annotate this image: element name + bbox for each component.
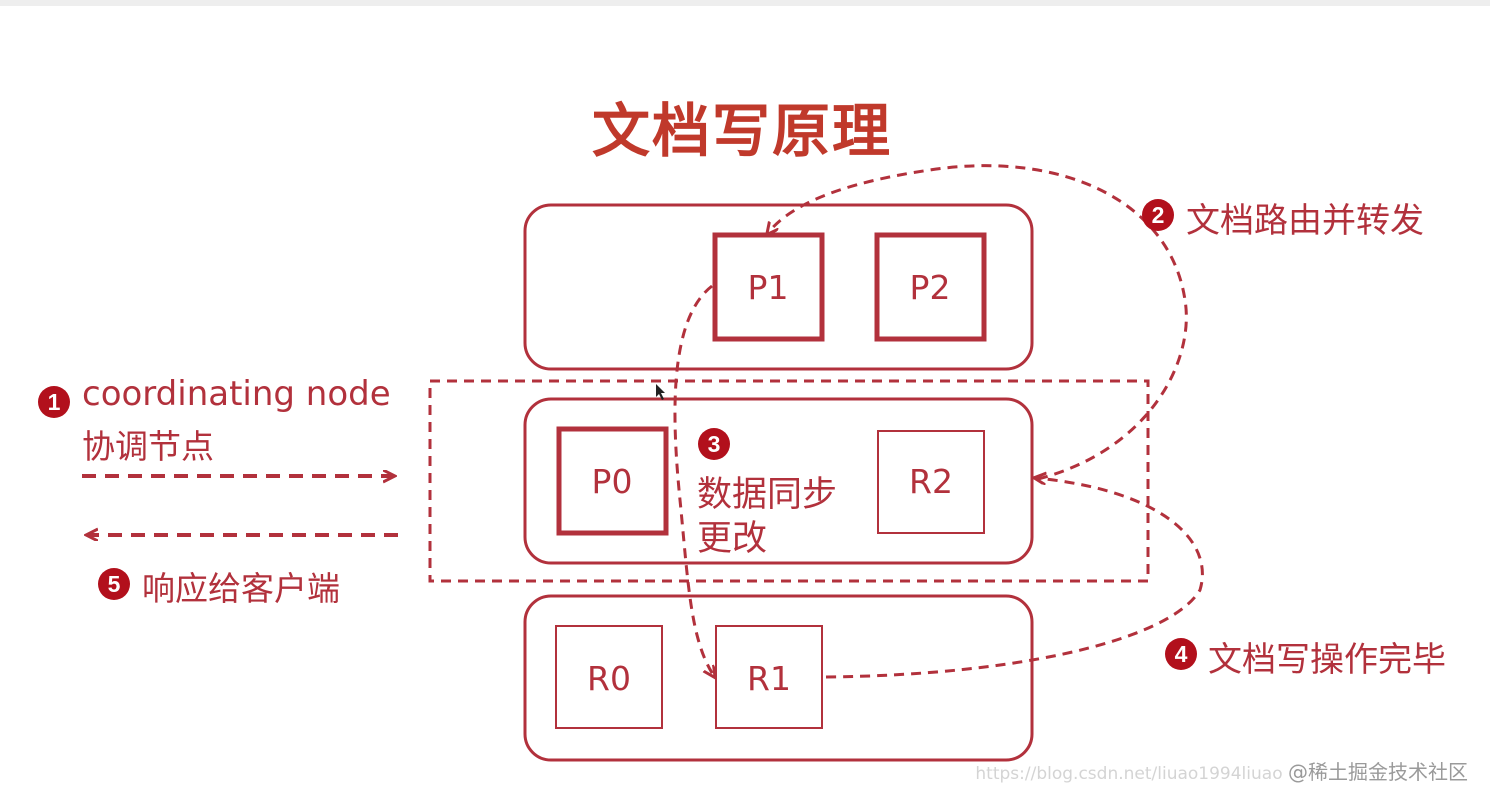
shard-box-r2 — [877, 430, 985, 534]
watermark-site: @稀土掘金技术社区 — [1288, 760, 1468, 784]
complete-arrow — [825, 478, 1204, 679]
diagram-title: 文档写原理 — [592, 97, 893, 165]
route-arrow — [768, 164, 1188, 481]
sync-arrow — [673, 284, 714, 676]
step-4-badge: 4 — [1165, 638, 1197, 670]
shard-box-p0 — [556, 426, 669, 536]
step-5-badge: 5 — [98, 568, 130, 600]
step-3-badge: 3 — [698, 428, 730, 460]
watermark: https://blog.csdn.net/liuao1994liuao @稀土… — [975, 756, 1468, 785]
step-5-text: 响应给客户端 — [142, 569, 340, 608]
step-2-badge: 2 — [1142, 199, 1174, 231]
node-1-container — [523, 203, 1034, 371]
step-1-text-cn: 协调节点 — [82, 427, 214, 466]
shard-box-r0 — [555, 625, 663, 729]
step-4-text: 文档写操作完毕 — [1208, 640, 1446, 680]
shard-label-r0: R0 — [587, 659, 631, 698]
step-1-text-en: coordinating node — [82, 374, 391, 414]
top-bar — [0, 0, 1490, 6]
step-3-line2: 更改 — [697, 519, 768, 559]
mouse-cursor-icon — [656, 384, 665, 400]
coordinating-node-frame — [428, 379, 1150, 583]
step-2-text: 文档路由并转发 — [1186, 201, 1424, 241]
node-3-container — [523, 594, 1034, 762]
watermark-url: https://blog.csdn.net/liuao1994liuao — [975, 764, 1283, 784]
shard-label-r1: R1 — [747, 659, 791, 698]
shard-label-p0: P0 — [591, 462, 633, 501]
step-3-line1: 数据同步 — [697, 475, 838, 515]
shard-label-p2: P2 — [909, 268, 951, 307]
shard-box-p2 — [874, 232, 987, 342]
shard-label-p1: P1 — [747, 268, 789, 307]
shard-label-r2: R2 — [909, 462, 953, 501]
step-1-badge: 1 — [38, 386, 70, 418]
